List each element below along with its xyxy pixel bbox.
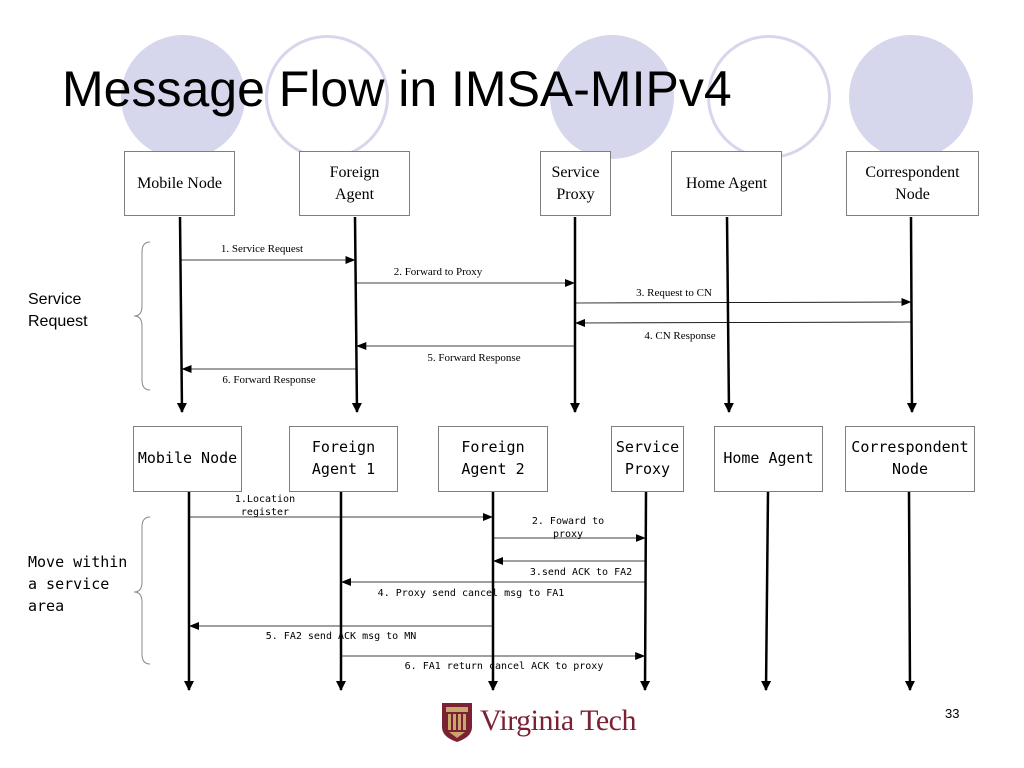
d2-lifeline-3 xyxy=(640,491,651,691)
d2-msg-label-3: 3.send ACK to FA2 xyxy=(530,567,632,578)
d1-msg-label-3: 3. Request to CN xyxy=(636,287,712,299)
d2-lifeline-5 xyxy=(904,491,915,691)
decor-circle-3 xyxy=(550,35,674,159)
decor-circle-4 xyxy=(707,35,831,159)
d2-node-foreign-agent-1: Foreign Agent 1 xyxy=(289,426,398,492)
logo-text: Virginia Tech xyxy=(480,704,636,737)
virginia-tech-logo: Virginia Tech xyxy=(440,698,636,744)
d2-node-mobile-node: Mobile Node xyxy=(133,426,242,492)
d2-msg-label-5: 5. FA2 send ACK msg to MN xyxy=(266,631,417,642)
d2-msg-label-6: 6. FA1 return cancel ACK to proxy xyxy=(405,661,604,672)
d1-msg-label-2: 2. Forward to Proxy xyxy=(394,266,483,278)
side-label-move-within-area: Move within a service area xyxy=(28,553,128,615)
page-number: 33 xyxy=(945,706,960,721)
d2-node-correspondent-node: Correspondent Node xyxy=(845,426,975,492)
d1-lifeline-4 xyxy=(906,216,917,413)
decor-circle-2 xyxy=(265,35,389,159)
d1-msg-label-4: 4. CN Response xyxy=(644,330,715,342)
d1-msg-label-6: 6. Forward Response xyxy=(222,374,315,386)
d1-lifeline-1 xyxy=(351,216,362,413)
d1-msg-label-5: 5. Forward Response xyxy=(427,352,520,364)
brace-diagram1 xyxy=(133,241,151,391)
d1-node-home-agent: Home Agent xyxy=(671,151,782,216)
d1-node-service-proxy: Service Proxy xyxy=(540,151,611,216)
d2-node-foreign-agent-2: Foreign Agent 2 xyxy=(438,426,548,492)
d2-msg-label-4: 4. Proxy send cancel msg to FA1 xyxy=(378,588,565,599)
d1-msg-label-1: 1. Service Request xyxy=(221,243,303,255)
d1-node-correspondent-node: Correspondent Node xyxy=(846,151,979,216)
d1-msg-arrow-3 xyxy=(574,298,912,307)
d1-node-mobile-node: Mobile Node xyxy=(124,151,235,216)
d2-node-service-proxy: Service Proxy xyxy=(611,426,684,492)
d2-lifeline-4 xyxy=(761,491,772,691)
decor-circle-5 xyxy=(849,35,973,159)
d1-msg-arrow-4 xyxy=(575,318,912,327)
side-label-service-request: Service Request xyxy=(28,291,88,330)
brace-diagram2 xyxy=(133,516,151,665)
vt-seal-icon xyxy=(442,703,472,742)
d1-node-foreign-agent: Foreign Agent xyxy=(299,151,410,216)
decor-circle-1 xyxy=(121,35,245,159)
d1-lifeline-0 xyxy=(176,216,187,413)
d2-node-home-agent: Home Agent xyxy=(714,426,823,492)
d1-lifeline-3 xyxy=(723,216,734,413)
slide-title: Message Flow in IMSA-MIPv4 xyxy=(62,61,732,117)
